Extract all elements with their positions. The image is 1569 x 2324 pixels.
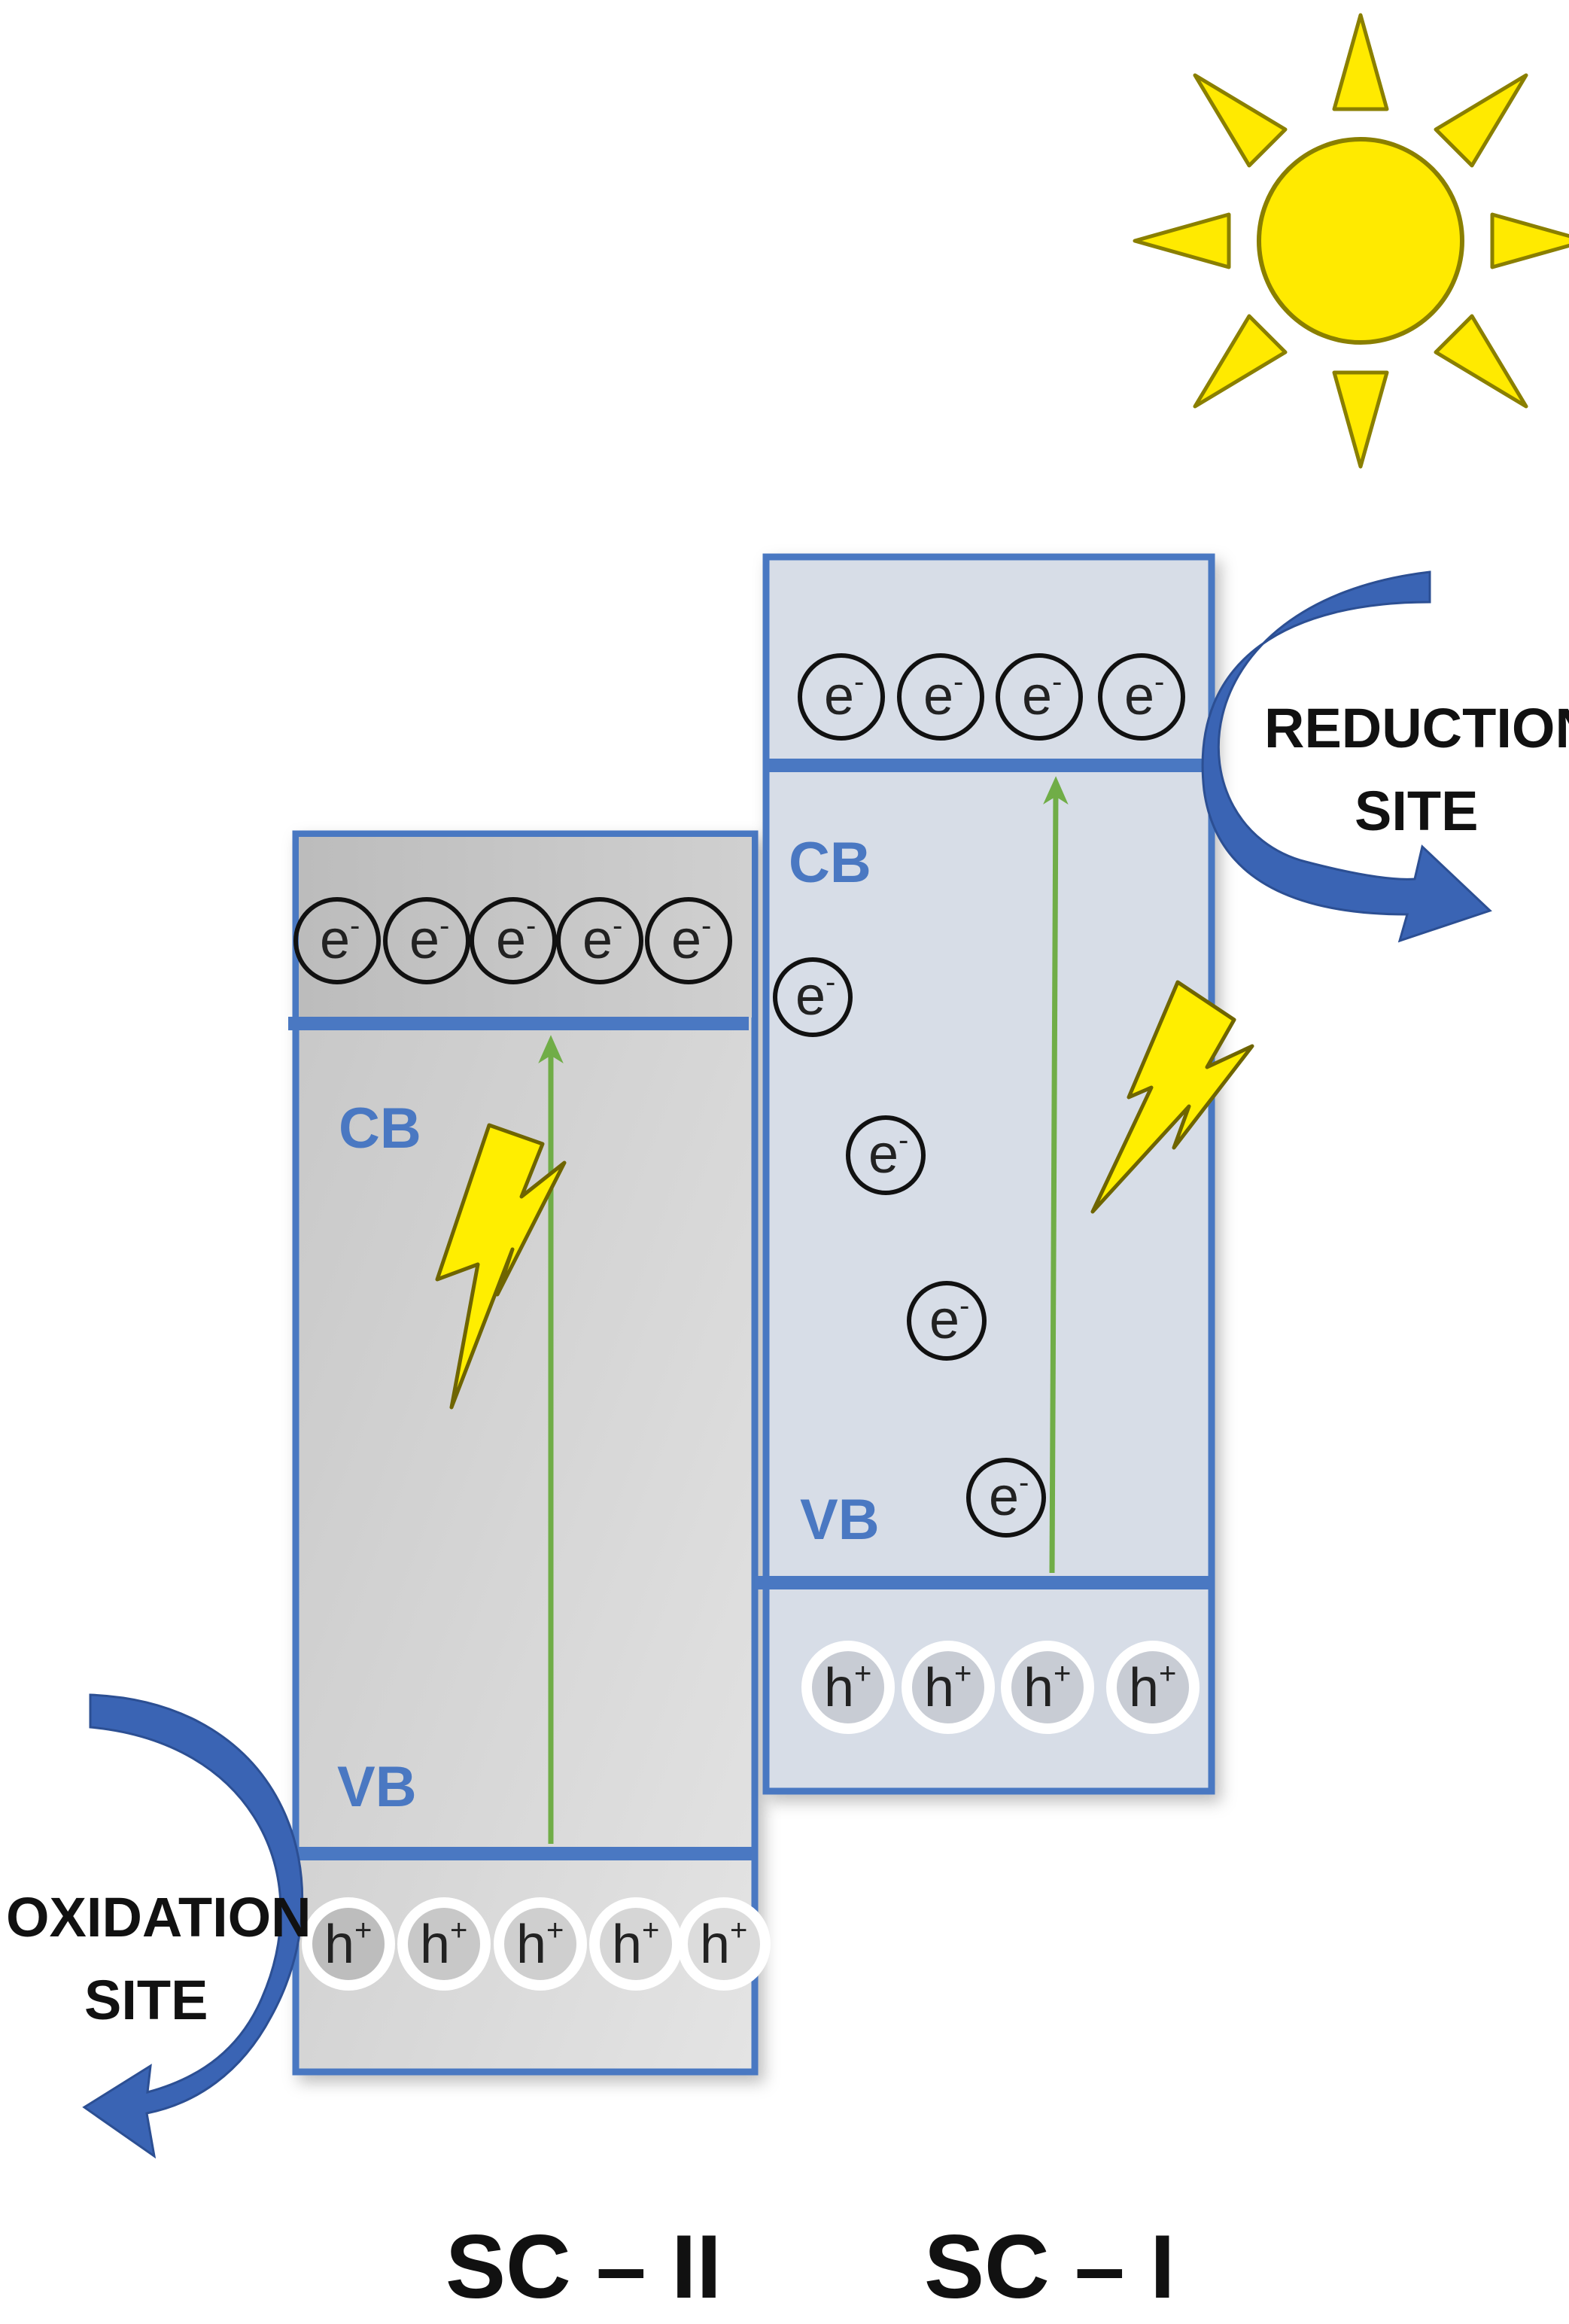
svg-text:e-: e-: [320, 909, 360, 970]
hole: h+: [1001, 1641, 1094, 1734]
hole: h+: [1106, 1641, 1200, 1734]
electron: e-: [966, 1458, 1046, 1538]
sc1-cb-label: CB: [789, 831, 871, 895]
sc2-vb-label: VB: [337, 1755, 417, 1819]
reduction-arrow-icon: [1201, 570, 1492, 943]
electron: e-: [1098, 653, 1185, 741]
electron: e-: [556, 897, 643, 984]
electron: e-: [846, 1115, 926, 1195]
reduction-site-label-line1: REDUCTION: [1264, 697, 1569, 759]
svg-text:e-: e-: [409, 909, 449, 970]
electron: e-: [645, 897, 732, 984]
hole: h+: [902, 1641, 995, 1734]
svg-text:e-: e-: [868, 1124, 908, 1185]
electron: e-: [383, 897, 470, 984]
svg-text:h+: h+: [824, 1657, 871, 1718]
svg-text:e-: e-: [1124, 665, 1164, 726]
sc2-block: [292, 830, 759, 2076]
sc2-hole-row: h+ h+ h+ h+ h+: [302, 1897, 771, 1991]
svg-text:e-: e-: [671, 909, 711, 970]
electron: e-: [996, 653, 1083, 741]
lightning-icon: [435, 1123, 567, 1410]
svg-text:e-: e-: [496, 909, 536, 970]
sc2-electron-row: e- e- e- e- e-: [293, 897, 732, 984]
electron: e-: [293, 897, 381, 984]
svg-text:e-: e-: [1022, 665, 1062, 726]
hole: h+: [302, 1897, 395, 1991]
svg-text:h+: h+: [612, 1914, 659, 1975]
sc1-electron-row: e- e- e- e-: [798, 653, 1185, 741]
svg-text:e-: e-: [582, 909, 622, 970]
oxidation-site-label-line1: OXIDATION: [6, 1886, 312, 1948]
svg-text:h+: h+: [1129, 1657, 1176, 1718]
sc2-label: SC – II: [445, 2216, 722, 2317]
electron: e-: [470, 897, 557, 984]
sc1-block: [762, 553, 1215, 1795]
hole: h+: [677, 1897, 771, 1991]
sun-icon: [1133, 13, 1569, 469]
electron: e-: [907, 1281, 987, 1361]
svg-text:e-: e-: [929, 1289, 969, 1350]
electron: e-: [773, 957, 853, 1037]
reduction-site-label-line2: SITE: [1355, 780, 1478, 842]
electron: e-: [897, 653, 984, 741]
svg-text:h+: h+: [420, 1914, 467, 1975]
svg-text:e-: e-: [923, 665, 963, 726]
svg-text:h+: h+: [700, 1914, 747, 1975]
svg-text:e-: e-: [824, 665, 864, 726]
hole: h+: [397, 1897, 491, 1991]
lightning-icon: [1090, 980, 1254, 1214]
sc2-cb-label: CB: [339, 1097, 421, 1160]
hole: h+: [589, 1897, 683, 1991]
hole: h+: [494, 1897, 587, 1991]
sc1-excitation-arrow: [1043, 776, 1069, 1574]
electron: e-: [798, 653, 885, 741]
sc1-migrating-electrons: e- e- e- e-: [773, 957, 1046, 1538]
hole: h+: [801, 1641, 895, 1734]
sc1-hole-row: h+ h+ h+ h+: [801, 1641, 1200, 1734]
svg-text:e-: e-: [989, 1466, 1029, 1527]
svg-text:e-: e-: [795, 966, 835, 1027]
svg-text:h+: h+: [1023, 1657, 1071, 1718]
svg-text:h+: h+: [924, 1657, 972, 1718]
oxidation-arrow-icon: [82, 1693, 303, 2159]
svg-text:h+: h+: [516, 1914, 564, 1975]
svg-text:h+: h+: [324, 1914, 372, 1975]
sc1-label: SC – I: [924, 2216, 1175, 2317]
oxidation-site-label-line2: SITE: [84, 1969, 208, 2031]
sc1-vb-label: VB: [800, 1488, 880, 1552]
